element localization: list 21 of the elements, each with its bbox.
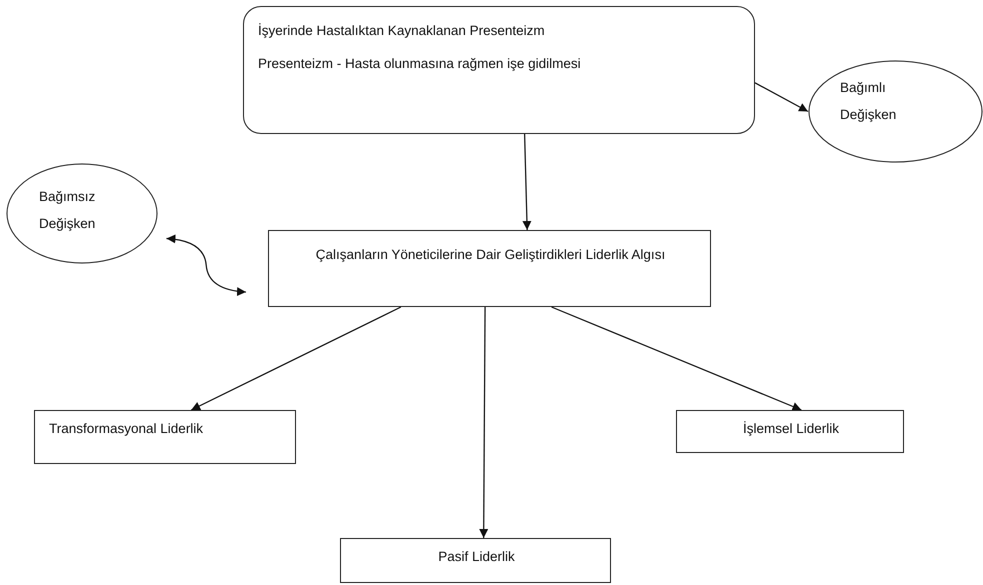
arrow (754, 82, 808, 112)
arrow (479, 307, 488, 538)
process-box (340, 538, 611, 583)
node-text: Bağımsız Değişken (39, 188, 96, 233)
node-text: Pasif Liderlik (437, 548, 516, 566)
process-box (268, 230, 711, 307)
process-box (676, 410, 904, 453)
arrow (522, 134, 532, 230)
node-text: Transformasyonal Liderlik (49, 420, 204, 438)
process-box (34, 410, 296, 464)
variable-ellipse (6, 163, 158, 264)
node-text: Bağımlı Değişken (840, 79, 898, 124)
node-text: Çalışanların Yöneticilerine Dair Geliştirdikleri Liderlik Algısı (314, 246, 666, 264)
heading-text: İşyerinde Hastalıktan Kaynaklanan Presenteizm (258, 22, 546, 40)
node-text: İşlemsel Liderlik (742, 420, 840, 438)
process-box (243, 6, 755, 134)
arrow (166, 234, 246, 296)
arrow (551, 306, 802, 411)
node-text: Presenteizm - Hasta olunmasına rağmen işe gidilmesi (258, 55, 582, 73)
arrow (190, 306, 402, 411)
variable-ellipse (808, 60, 983, 163)
